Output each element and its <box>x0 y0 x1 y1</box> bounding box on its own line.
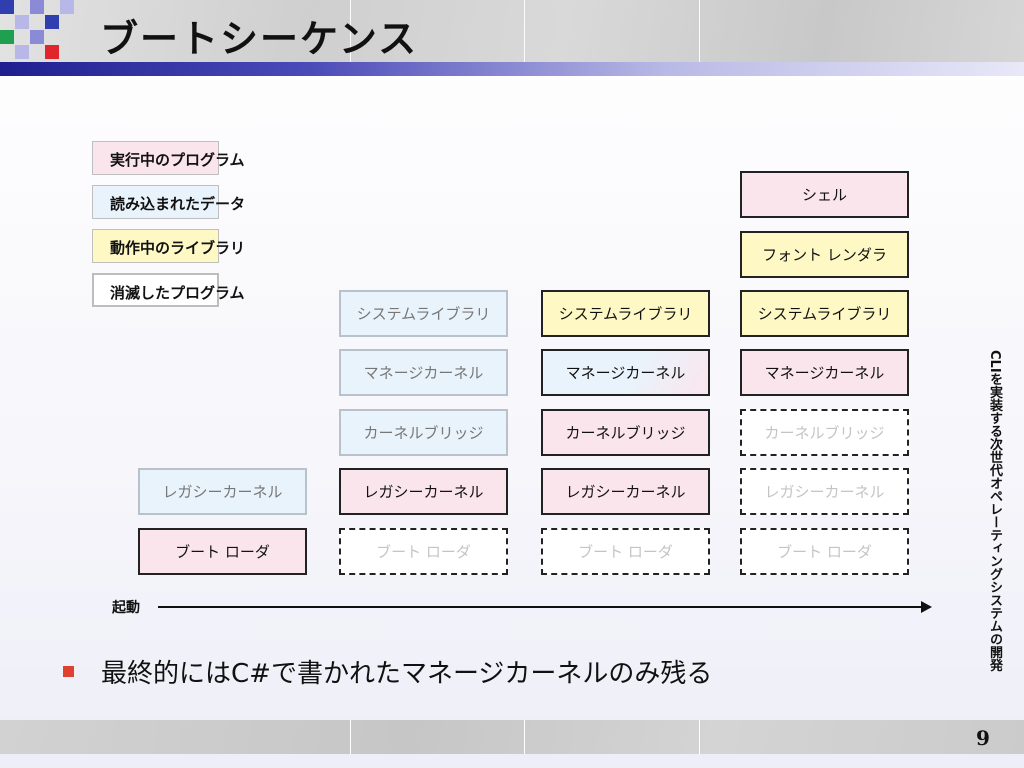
slide-header: ブートシーケンス <box>0 0 1024 76</box>
footer-seam <box>699 720 700 754</box>
axis-label-boot: 起動 <box>112 600 140 616</box>
stage4-managed-kernel: マネージカーネル <box>740 349 909 396</box>
header-seam <box>524 0 525 76</box>
stage2-kernel-bridge: カーネルブリッジ <box>339 409 508 456</box>
legend-label-loaded: 読み込まれたデータ <box>110 195 246 213</box>
legend-swatch-loaded <box>92 185 219 219</box>
header-band <box>0 62 1024 76</box>
stage2-system-library: システムライブラリ <box>339 290 508 337</box>
stage4-kernel-bridge: カーネルブリッジ <box>740 409 909 456</box>
stage3-managed-kernel: マネージカーネル <box>541 349 710 396</box>
stage2-bootloader: ブート ローダ <box>339 528 508 575</box>
footer-seam <box>350 720 351 754</box>
header-seam <box>350 0 351 76</box>
footer-seam <box>524 720 525 754</box>
side-caption: CLIを実装する次世代オペレーティングシステムの開発 <box>987 350 1002 672</box>
stage1-legacy-kernel: レガシーカーネル <box>138 468 307 515</box>
slide-title: ブートシーケンス <box>100 17 419 61</box>
bullet-square-icon <box>63 666 74 677</box>
legend-label-library: 動作中のライブラリ <box>110 239 246 257</box>
stage1-bootloader: ブート ローダ <box>138 528 307 575</box>
arrow-right-icon <box>921 601 932 613</box>
stage3-bootloader: ブート ローダ <box>541 528 710 575</box>
stage4-system-library: システムライブラリ <box>740 290 909 337</box>
stage4-shell: シェル <box>740 171 909 218</box>
page-number: 9 <box>976 726 990 750</box>
stage2-legacy-kernel: レガシーカーネル <box>339 468 508 515</box>
stage3-legacy-kernel: レガシーカーネル <box>541 468 710 515</box>
header-seam <box>699 0 700 76</box>
legend-label-running: 実行中のプログラム <box>110 151 245 169</box>
stage3-kernel-bridge: カーネルブリッジ <box>541 409 710 456</box>
timeline-axis <box>158 606 923 608</box>
bullet-text: 最終的にはC#で書かれたマネージカーネルのみ残る <box>101 659 713 689</box>
stage3-system-library: システムライブラリ <box>541 290 710 337</box>
stage4-bootloader: ブート ローダ <box>740 528 909 575</box>
legend-swatch-running <box>92 141 219 175</box>
stage2-managed-kernel: マネージカーネル <box>339 349 508 396</box>
legend-swatch-dead <box>92 273 219 307</box>
stage4-legacy-kernel: レガシーカーネル <box>740 468 909 515</box>
legend-label-dead: 消滅したプログラム <box>110 284 245 302</box>
slide-footer <box>0 720 1024 754</box>
legend-swatch-library <box>92 229 219 263</box>
stage4-font-renderer: フォント レンダラ <box>740 231 909 278</box>
decorative-squares-logo <box>0 0 80 62</box>
